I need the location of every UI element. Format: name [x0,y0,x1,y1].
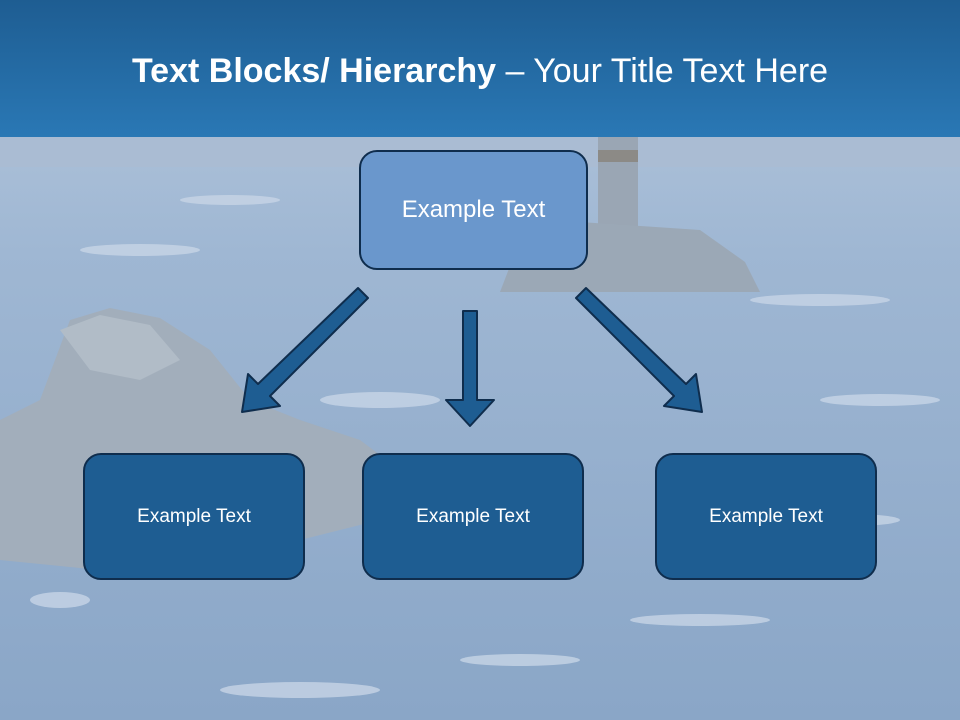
arrow-center [445,310,495,427]
top-node-label: Example Text [401,196,546,223]
title-rest-text: Your Title Text Here [533,52,829,90]
title-bar [0,0,960,137]
arrow-right [575,287,703,413]
title-bold-text: Text Blocks/ Hierarchy [131,52,497,90]
title-dash: – [496,52,534,90]
child-node-label: Example Text [416,505,530,527]
top-node[interactable]: Example Text [359,150,588,270]
child-node-label: Example Text [709,505,823,527]
child-node-label: Example Text [137,505,251,527]
slide-title: Text Blocks/ Hierarchy – Your Title Text… [0,52,960,91]
child-node-left[interactable]: Example Text [83,453,305,580]
child-node-right[interactable]: Example Text [655,453,877,580]
arrow-left [241,287,369,413]
child-node-center[interactable]: Example Text [362,453,584,580]
